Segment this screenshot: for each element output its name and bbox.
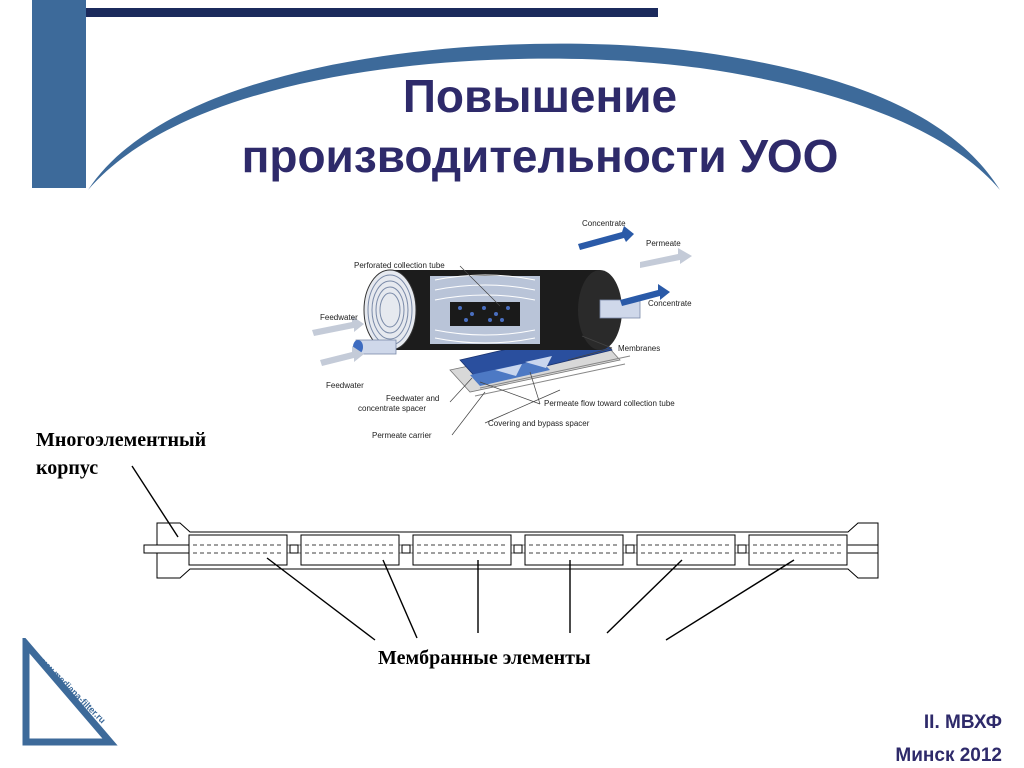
label-spacer-line-1: Feedwater and [386, 394, 439, 403]
housing-label-line-2: корпус [36, 457, 99, 479]
label-permeate-flow: Permeate flow toward collection tube [544, 399, 675, 408]
header-decoration [32, 0, 1000, 190]
membrane-element [300, 534, 400, 566]
label-perforated-tube: Perforated collection tube [354, 261, 445, 270]
housing-label-line-1: Многоэлементный [36, 429, 207, 451]
label-feedwater-bottom: Feedwater [326, 381, 364, 390]
label-membranes: Membranes [618, 344, 660, 353]
membrane-cylinder [353, 269, 641, 355]
element-connector [737, 544, 747, 554]
label-permeate-carrier: Permeate carrier [372, 431, 432, 440]
title-line-1: Повышение [402, 70, 678, 122]
logo-triangle-icon [22, 638, 118, 746]
concentrate-top-arrow [578, 226, 634, 250]
header-arc [88, 43, 1000, 190]
element-pointer-5 [606, 559, 683, 634]
inlet-pipe [143, 544, 191, 554]
element-connector [625, 544, 635, 554]
element-connector [401, 544, 411, 554]
permeate-arrow [640, 248, 692, 268]
membrane-element [188, 534, 288, 566]
element-pointer-1 [266, 557, 376, 641]
vertical-accent-bar [32, 0, 86, 188]
footer-section: II. МВХФ [923, 712, 1002, 733]
slide-title: Повышение производительности УОО [120, 66, 960, 186]
membrane-elements-label: Мембранные элементы [378, 647, 591, 669]
label-feedwater-top: Feedwater [320, 313, 358, 322]
company-logo: www.mediana-filter.ru [22, 638, 118, 746]
multi-element-housing-diagram [131, 465, 879, 641]
label-concentrate-bottom: Concentrate [648, 299, 692, 308]
logo-url: www.mediana-filter.ru [34, 652, 108, 726]
concentrate-bottom-arrow [620, 284, 670, 306]
membrane-element [524, 534, 624, 566]
pointer-lines [131, 465, 795, 641]
label-permeate: Permeate [646, 239, 681, 248]
leader-lines [449, 265, 613, 436]
membrane-element [412, 534, 512, 566]
element-pointer-2 [382, 559, 418, 639]
spiral-membrane-cutaway-diagram: Concentrate Permeate Concentrate Perfora… [312, 219, 692, 440]
element-connector [513, 544, 523, 554]
feedwater-top-arrow [312, 316, 364, 336]
element-connector [289, 544, 299, 554]
membrane-element [636, 534, 736, 566]
housing-pointer [131, 465, 179, 538]
footer-location-year: Минск 2012 [895, 745, 1002, 766]
housing-label: Многоэлементный корпус [36, 426, 206, 482]
membrane-elements [188, 534, 848, 566]
element-pointer-6 [665, 559, 795, 641]
feedwater-bottom-arrow [320, 346, 364, 366]
membrane-element [748, 534, 848, 566]
horizontal-accent-bar [86, 8, 658, 17]
flow-arrows [312, 226, 692, 366]
label-concentrate-top: Concentrate [582, 219, 626, 228]
pressure-vessel-outline [156, 522, 879, 579]
label-spacer-line-2: concentrate spacer [358, 404, 426, 413]
title-line-2: производительности УОО [241, 130, 839, 182]
label-covering-spacer: Covering and bypass spacer [488, 419, 590, 428]
